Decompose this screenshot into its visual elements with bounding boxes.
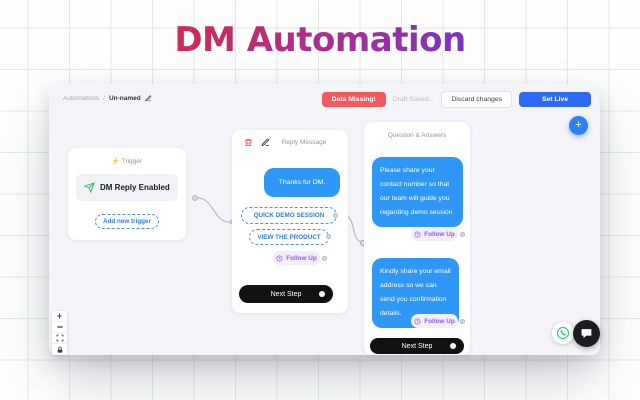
set-live-button[interactable]: Set Live [519, 92, 591, 107]
zoom-in-button[interactable]: + [52, 311, 67, 322]
button-source-handle[interactable] [333, 213, 338, 218]
chat-bubble-icon [581, 329, 592, 339]
trigger-label: DM Reply Enabled [100, 183, 170, 192]
edge-trigger-to-reply [194, 197, 233, 223]
send-icon [84, 182, 95, 193]
question-answers-node[interactable]: Question & Answers Please share your con… [364, 122, 470, 355]
follow-up-handle[interactable] [460, 232, 465, 237]
lightning-icon: ⚡ [111, 158, 121, 165]
breadcrumb-flow-name: Un-named [108, 95, 141, 102]
delete-trash-icon[interactable] [244, 138, 253, 147]
edge-source-handle[interactable] [192, 195, 198, 201]
topbar-actions: Data Missing! Draft Saved... Discard cha… [321, 91, 591, 108]
fit-view-icon [56, 334, 63, 342]
follow-up-button[interactable]: Follow Up [411, 227, 458, 241]
rename-pencil-icon[interactable] [145, 95, 152, 102]
minus-icon [56, 326, 63, 328]
breadcrumb-automations[interactable]: Automations [63, 95, 100, 102]
breadcrumb-separator: / [103, 95, 105, 102]
follow-up-handle[interactable] [460, 319, 465, 324]
clock-icon [276, 255, 283, 261]
reply-node-title: Reply Message [281, 139, 327, 146]
reply-node-header: Reply Message [232, 130, 348, 147]
whatsapp-icon [556, 326, 570, 340]
whatsapp-button[interactable] [552, 322, 574, 344]
trigger-node-title: Trigger [121, 158, 143, 165]
next-step-label: Next Step [401, 342, 433, 350]
lock-button[interactable] [52, 344, 67, 355]
next-step-source-handle[interactable] [319, 291, 325, 297]
breadcrumb: Automations / Un-named [63, 95, 152, 102]
clock-icon [414, 318, 421, 324]
qa-message-bubble[interactable]: Please share your contact number so that… [372, 157, 463, 227]
follow-up-handle[interactable] [322, 256, 327, 261]
automation-builder-window: Automations / Un-named Data Missing! Dra… [49, 84, 600, 355]
follow-up-button[interactable]: Follow Up [273, 251, 320, 265]
follow-up-label: Follow Up [286, 254, 317, 262]
reply-message-node[interactable]: Reply Message Thanks for DM. QUICK DEMO … [232, 130, 348, 313]
add-new-trigger-button[interactable]: Add new trigger [95, 214, 159, 229]
next-step-source-handle[interactable] [450, 343, 456, 349]
follow-up-label: Follow Up [424, 317, 455, 325]
next-step-label: Next Step [270, 290, 302, 298]
edit-pencil-icon[interactable] [261, 138, 270, 147]
reply-message-bubble[interactable]: Thanks for DM. [264, 168, 340, 197]
page-title: DM Automation [0, 20, 640, 60]
canvas-controls: + [52, 311, 67, 355]
button-source-handle[interactable] [326, 234, 331, 239]
add-node-button[interactable]: + [569, 116, 588, 135]
draft-saved-status: Draft Saved... [392, 96, 435, 103]
live-chat-button[interactable] [573, 320, 600, 347]
trigger-node[interactable]: ⚡ Trigger DM Reply Enabled Add new trigg… [68, 148, 186, 240]
fit-view-button[interactable] [52, 333, 67, 344]
data-missing-badge: Data Missing! [321, 92, 386, 107]
discard-changes-button[interactable]: Discard changes [441, 91, 512, 108]
trigger-dm-reply-enabled[interactable]: DM Reply Enabled [76, 174, 178, 201]
lock-icon [57, 346, 62, 353]
zoom-out-button[interactable] [52, 322, 67, 333]
view-the-product-button[interactable]: VIEW THE PRODUCT [249, 229, 329, 245]
qa-node-title: Question & Answers [387, 132, 447, 139]
plus-icon: + [56, 311, 63, 321]
follow-up-button[interactable]: Follow Up [411, 314, 458, 328]
quick-demo-session-button[interactable]: QUICK DEMO SESSION [241, 207, 337, 224]
next-step-button[interactable]: Next Step [370, 338, 464, 354]
follow-up-label: Follow Up [424, 230, 455, 238]
plus-icon: + [575, 119, 582, 131]
clock-icon [414, 231, 421, 237]
next-step-button[interactable]: Next Step [239, 285, 333, 303]
trigger-node-header: ⚡ Trigger [68, 157, 186, 165]
